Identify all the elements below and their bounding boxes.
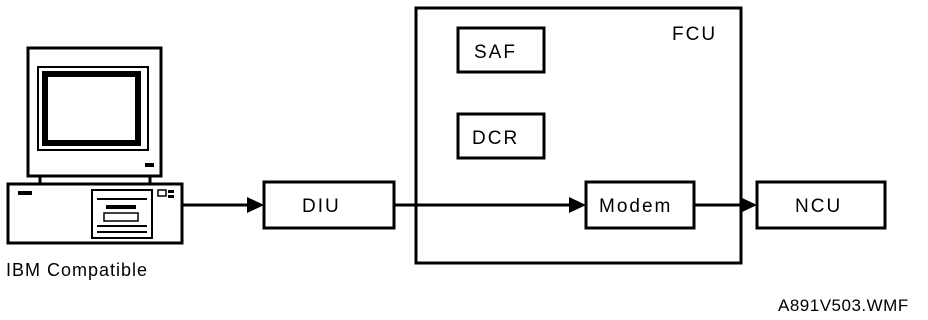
fcu-label: FCU [672,24,717,45]
pc-label: IBM Compatible [6,260,148,280]
saf-box [456,26,546,74]
arrow-to-ncu [740,197,757,213]
diu-label: DIU [302,196,341,217]
modem-label: Modem [599,196,672,217]
computer-icon [6,46,184,245]
diu-box [262,180,396,230]
arrow-to-modem [569,197,586,213]
arrow-to-diu [247,197,264,213]
dcr-label: DCR [472,128,519,149]
dcr-box [456,112,546,160]
ncu-box [755,180,887,230]
ncu-label: NCU [795,196,842,217]
file-label: A891V503.WMF [778,296,909,315]
saf-label: SAF [474,42,517,63]
